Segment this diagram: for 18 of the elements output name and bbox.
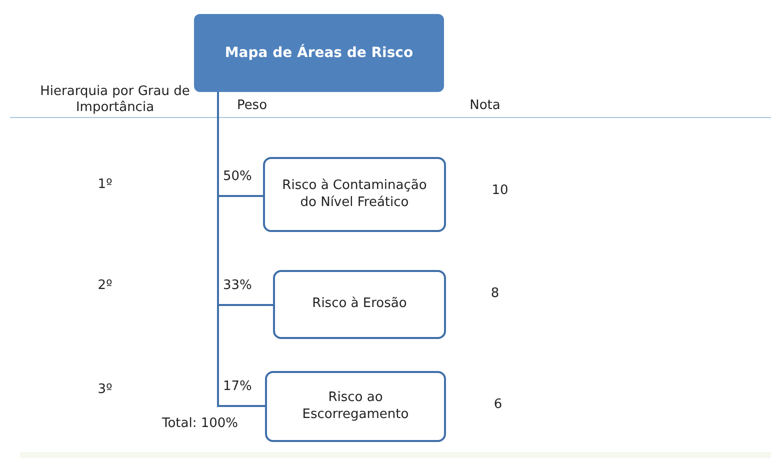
risk-box: Risco à Contaminação do Nível Freático [263,157,446,232]
text-label: 1º [96,177,114,194]
text-label: Hierarquia por Grau de Importância [40,84,190,116]
text-label: 10 [490,183,510,200]
text-label: 2º [96,278,114,294]
text-label: 3º [96,382,114,398]
text-label: 6 [492,397,504,414]
risk-box: Risco ao Escorregamento [265,371,446,442]
text-label: Nota [468,98,502,114]
risk-box: Risco à Erosão [273,270,446,339]
connector-line [217,92,265,407]
edge-label: 33% [222,279,253,292]
edge-label: 50% [222,170,253,183]
title-box: Mapa de Áreas de Risco [194,14,444,92]
text-label: Peso [236,98,268,114]
text-label: Total: 100% [160,416,240,432]
edge-label: 17% [222,380,253,393]
text-label: 8 [490,286,500,302]
